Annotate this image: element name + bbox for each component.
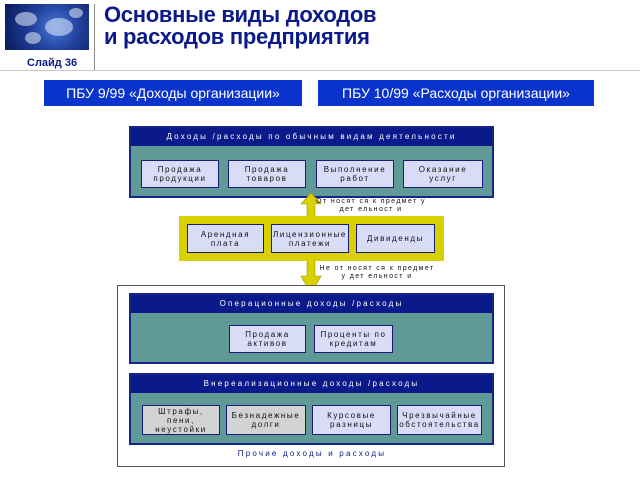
middle-item-dividends: Дивиденды: [356, 224, 435, 253]
middle-item-rent: Арендная плата: [187, 224, 264, 253]
operating-panel: Операционные доходы /расходы Продажа акт…: [129, 293, 494, 364]
operating-item-interest: Проценты по кредитам: [314, 325, 393, 353]
standard-income-badge: ПБУ 9/99 «Доходы организации»: [44, 80, 302, 106]
ordinary-item-products: Продажа продукции: [141, 160, 219, 188]
header-rule: [0, 70, 640, 71]
ordinary-item-goods: Продажа товаров: [228, 160, 306, 188]
other-income-expenses-label: Прочие доходы и расходы: [237, 449, 387, 458]
nonoperating-item-exchange: Курсовые разницы: [312, 405, 391, 435]
header-divider: [94, 4, 95, 70]
note-related-activity: От носят ся к предмет у дет ельност и: [316, 198, 426, 213]
globe-icon: [5, 4, 89, 50]
note-not-related-activity: Не от носят ся к предмет у дет ельност и: [319, 265, 435, 280]
nonoperating-item-emergency: Чрезвычайные обстоятельства: [397, 405, 482, 435]
operating-item-assets: Продажа активов: [229, 325, 306, 353]
nonoperating-title: Внереализационные доходы /расходы: [131, 375, 492, 393]
ordinary-item-services: Оказание услуг: [403, 160, 483, 188]
page-title: Основные виды доходов и расходов предпри…: [104, 2, 377, 49]
nonoperating-item-fines: Штрафы, пени, неустойки: [142, 405, 220, 435]
nonoperating-panel: Внереализационные доходы /расходы Штрафы…: [129, 373, 494, 445]
ordinary-item-works: Выполнение работ: [316, 160, 394, 188]
standard-expenses-badge: ПБУ 10/99 «Расходы организации»: [318, 80, 594, 106]
title-line-2: и расходов предприятия: [104, 24, 370, 49]
middle-item-license: Лицензионные платежи: [271, 224, 349, 253]
slide-number: Слайд 36: [27, 57, 78, 69]
title-line-1: Основные виды доходов: [104, 2, 377, 27]
nonoperating-item-bad-debts: Безнадежные долги: [226, 405, 306, 435]
other-activity-band: Арендная плата Лицензионные платежи Диви…: [179, 216, 444, 261]
ordinary-activities-panel: Доходы /расходы по обычным видам деятель…: [129, 126, 494, 198]
operating-title: Операционные доходы /расходы: [131, 295, 492, 313]
ordinary-activities-title: Доходы /расходы по обычным видам деятель…: [131, 128, 492, 146]
